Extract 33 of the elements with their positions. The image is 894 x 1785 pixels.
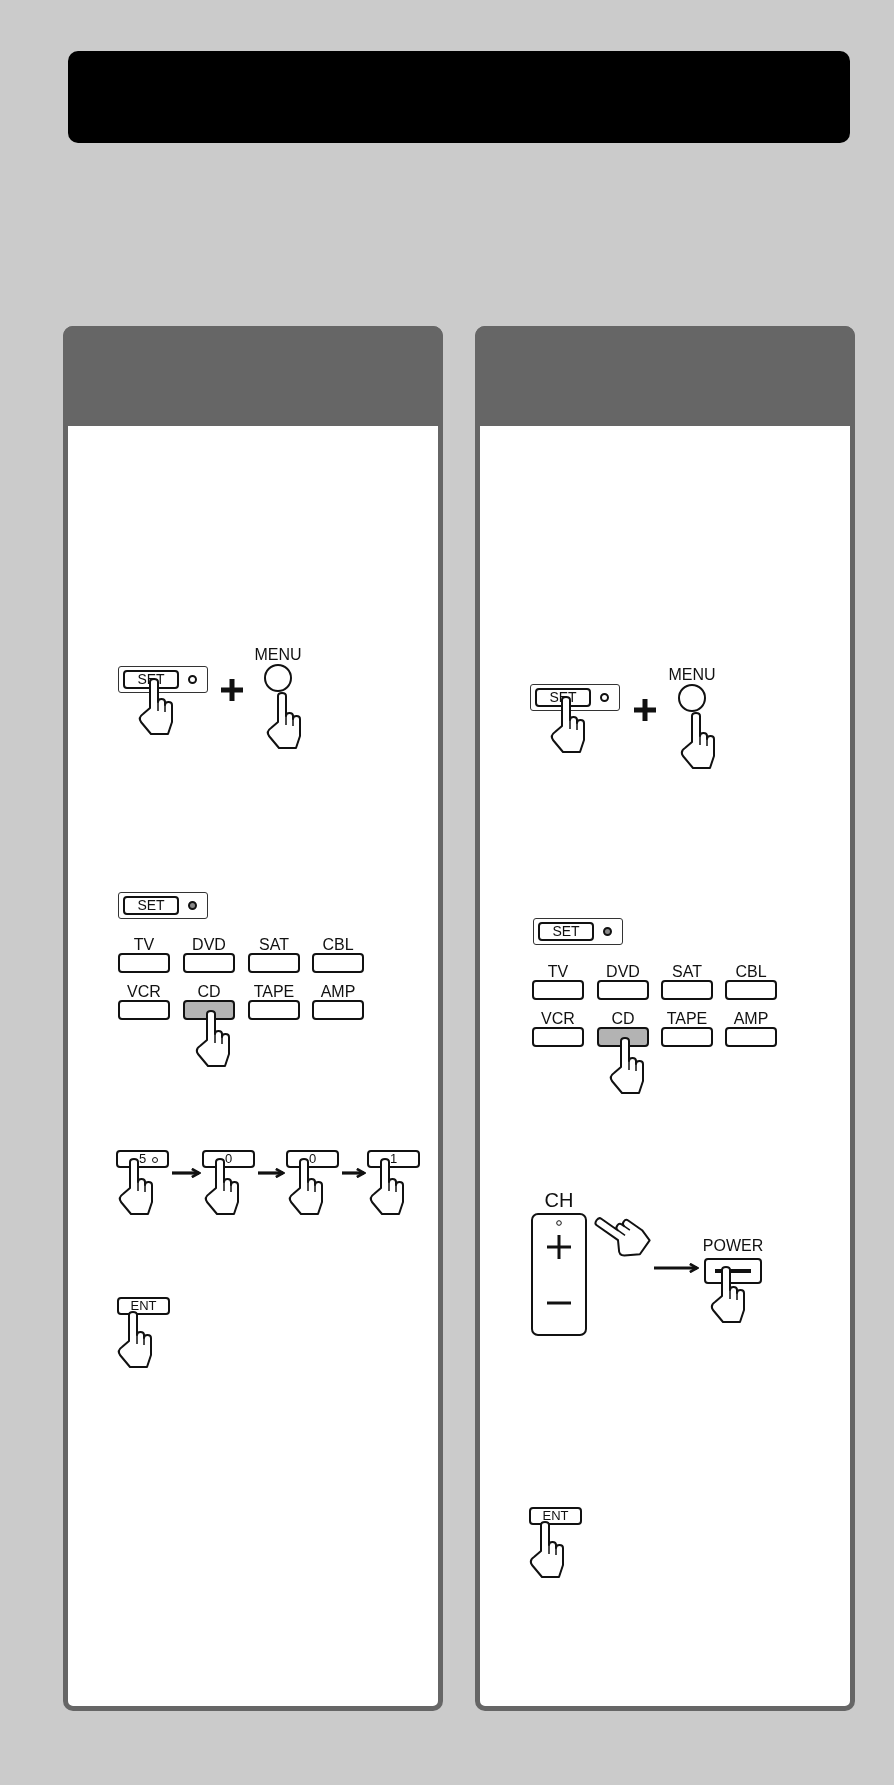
button-label: CBL <box>321 937 355 953</box>
button-label: CBL <box>734 964 768 980</box>
button-label: AMP <box>732 1011 770 1027</box>
remote-button: SET <box>538 922 594 941</box>
button-label: DVD <box>191 937 227 953</box>
arrow <box>342 1167 366 1179</box>
arrow <box>258 1167 285 1179</box>
button-label: TV <box>546 964 570 980</box>
remote-button: ENT <box>117 1297 170 1315</box>
button-label: DVD <box>605 964 641 980</box>
button-label: CD <box>196 984 222 1000</box>
remote-button: 1 <box>367 1150 420 1168</box>
title-bar <box>68 51 850 143</box>
button-label: TAPE <box>665 1011 709 1027</box>
button-label: POWER <box>701 1238 765 1254</box>
button-label: VCR <box>126 984 162 1000</box>
remote-button: 0 <box>286 1150 339 1168</box>
button-label: CD <box>610 1011 636 1027</box>
button-label: TV <box>132 937 156 953</box>
arrow <box>654 1262 699 1274</box>
button-label: VCR <box>540 1011 576 1027</box>
button-label: MENU <box>253 647 303 663</box>
remote-button: ENT <box>529 1507 582 1525</box>
button-label: TAPE <box>252 984 296 1000</box>
remote-button: 5 <box>116 1150 169 1168</box>
button-label: CH <box>543 1190 575 1210</box>
button-label: SAT <box>671 964 703 980</box>
button-label: AMP <box>319 984 357 1000</box>
remote-button: SET <box>123 896 179 915</box>
button-label: MENU <box>667 667 717 683</box>
remote-button: 0 <box>202 1150 255 1168</box>
button-label: SAT <box>258 937 290 953</box>
arrow <box>172 1167 201 1179</box>
